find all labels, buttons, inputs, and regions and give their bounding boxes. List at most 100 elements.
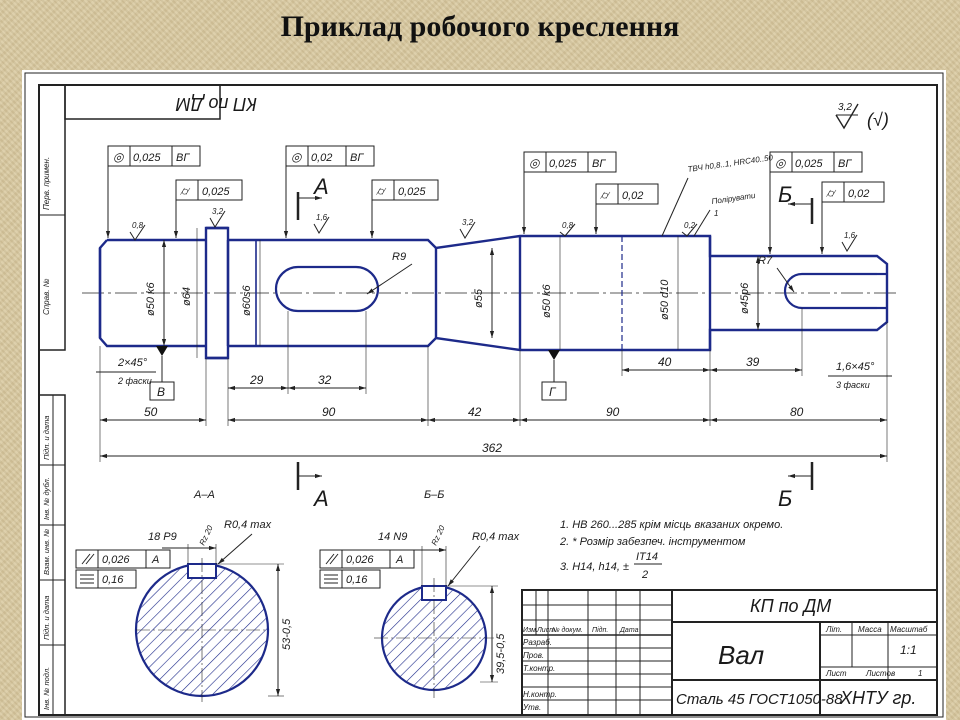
polish-note: Полірувати xyxy=(711,191,756,206)
stamp-sprav: Справ. № xyxy=(42,278,51,315)
dia-4: ø55 xyxy=(473,288,485,308)
tol-frame-4: ◎ 0,025 ВГ xyxy=(767,151,863,254)
tb-org: ХНТУ гр. xyxy=(839,688,916,708)
rough-6: 0,2 xyxy=(684,221,696,230)
chamfer-left: 2×45° xyxy=(117,357,148,369)
note-3: 3. H14, h14, ± xyxy=(560,561,629,573)
rough-2: 3,2 xyxy=(212,207,224,216)
section-aa-rz: Rz 20 xyxy=(198,524,215,547)
tol-6-value: 0,025 xyxy=(398,186,426,198)
section-bb-rz: Rz 20 xyxy=(430,524,447,547)
page-title: Приклад робочого креслення xyxy=(280,10,680,43)
rough-4: 3,2 xyxy=(462,218,474,227)
tol-2-symbol: ◎ xyxy=(291,150,303,164)
mark-a-bottom: А xyxy=(312,486,329,511)
tol-1-base: ВГ xyxy=(176,152,190,164)
section-aa-base: А xyxy=(151,554,159,566)
tb-col-list: Лист xyxy=(536,627,555,634)
section-aa-par: 0,026 xyxy=(102,554,130,566)
roughness-general: 3,2 xyxy=(838,102,852,113)
stamp-perv: Перв. примен. xyxy=(42,157,51,210)
mark-a-top: А xyxy=(312,174,329,199)
dim-80: 80 xyxy=(790,405,804,419)
tol-frame-1: ◎ 0,025 ВГ xyxy=(105,145,201,238)
dimensions: 29 32 40 39 50 90 42 90 80 362 xyxy=(99,308,888,462)
datum-v: В xyxy=(157,385,165,399)
chamfer-right: 1,6×45° xyxy=(836,361,875,373)
tol-5-value: 0,025 xyxy=(202,186,230,198)
shaft-drawing: Перв. примен. Справ. № Підп. и дата Інв.… xyxy=(24,72,944,718)
dia-2: ø64 xyxy=(181,287,193,306)
radius-labels: R9 R7 xyxy=(366,251,795,295)
section-bb-key: 14 N9 xyxy=(378,531,407,543)
rough-1: 0,8 xyxy=(132,221,144,230)
dia-5: ø50 k6 xyxy=(541,283,553,318)
dia-3: ø60s6 xyxy=(241,285,253,316)
note-2: 2. * Розмір забезпеч. інструментом xyxy=(559,536,746,548)
section-marks-top: А Б xyxy=(296,174,814,224)
dim-32: 32 xyxy=(318,373,332,387)
tb-mass: Масса xyxy=(858,625,882,634)
tb-scale-label: Масштаб xyxy=(890,625,928,634)
drawing-sheet: Перв. примен. Справ. № Підп. и дата Інв.… xyxy=(22,70,946,720)
tol-frame-6: ⌭ 0,025 xyxy=(369,179,439,238)
tb-row-nkontr: Н.контр. xyxy=(523,690,557,699)
mark-b-top: Б xyxy=(778,182,792,207)
tol-4-base: ВГ xyxy=(838,158,852,170)
tol-1-value: 0,025 xyxy=(133,152,161,164)
tb-scale: 1:1 xyxy=(900,643,917,657)
note-1: 1. НВ 260...285 крім місць вказаних окре… xyxy=(560,519,783,531)
note-3-num: IT14 xyxy=(636,551,658,563)
dia-6: ø50 d10 xyxy=(659,279,671,320)
tb-part-name: Вал xyxy=(718,640,765,670)
shaft-outline xyxy=(98,226,889,360)
tolerance-frames: ◎ 0,025 ВГ ◎ 0,02 ВГ ◎ 0,025 ВГ ◎ 0,025 … xyxy=(105,145,885,254)
tol-4-symbol: ◎ xyxy=(775,156,787,170)
tol-3-base: ВГ xyxy=(592,158,606,170)
title-block: Изм. Лист № докум. Підп. Дата Разраб. Пр… xyxy=(521,589,938,716)
section-bb-base: А xyxy=(395,554,403,566)
dim-362: 362 xyxy=(482,441,502,455)
tb-sheets: 1 xyxy=(918,669,922,678)
datum-markers: В Г xyxy=(149,346,567,401)
heat-note: ТВЧ h0,8..1, HRC40..50 xyxy=(687,153,774,174)
tb-row-utv: Утв. xyxy=(522,703,541,712)
datum-g: Г xyxy=(549,385,557,399)
dim-40: 40 xyxy=(658,355,672,369)
roughness-other: (√) xyxy=(867,110,889,130)
tol-1-symbol: ◎ xyxy=(113,150,125,164)
diameter-labels: ø50 k6 ø64 ø60s6 ø55 ø50 k6 ø50 d10 ø45p… xyxy=(145,228,761,358)
polish-sub: 1 xyxy=(714,209,718,218)
dim-29: 29 xyxy=(249,373,264,387)
tol-2-value: 0,02 xyxy=(311,152,332,164)
stamp-vzam: Взам. инв. № xyxy=(42,529,51,575)
tb-designation: КП по ДМ xyxy=(750,596,831,616)
tol-5-symbol: ⌭ xyxy=(180,184,191,198)
tol-7-symbol: ⌭ xyxy=(600,188,611,202)
designation-mirrored: КП по ДМ xyxy=(176,94,257,114)
section-aa-radius: R0,4 max xyxy=(224,519,272,531)
tol-3-value: 0,025 xyxy=(549,158,577,170)
stamp-inv-dubl: Інв. № дубл. xyxy=(42,477,51,520)
dim-50: 50 xyxy=(144,405,158,419)
tol-2-base: ВГ xyxy=(350,152,364,164)
tol-frame-2: ◎ 0,02 ВГ xyxy=(283,145,375,238)
section-aa-label: А–А xyxy=(193,489,215,501)
tb-sheet-label: Лист xyxy=(825,669,847,678)
stamp-pidp-1: Підп. и дата xyxy=(42,416,51,460)
section-marks-bottom: А Б xyxy=(296,462,814,511)
tol-frame-7: ⌭ 0,02 xyxy=(593,183,659,234)
radius-r9: R9 xyxy=(392,251,406,263)
section-bb-height: 39,5-0,5 xyxy=(495,633,507,674)
dim-42: 42 xyxy=(468,405,482,419)
section-aa: А–А 18 Р9 Rz 20 R0,4 max 0,026 А 0,16 53… xyxy=(75,489,293,702)
note-3-den: 2 xyxy=(641,569,648,581)
tb-row-razrab: Разраб. xyxy=(523,638,552,647)
side-stamp: Перв. примен. Справ. № Підп. и дата Інв.… xyxy=(38,84,66,716)
tb-material: Сталь 45 ГОСТ1050-88 xyxy=(676,691,843,708)
section-aa-height: 53-0,5 xyxy=(281,618,293,650)
tol-4-value: 0,025 xyxy=(795,158,823,170)
designation-box-mirrored: КП по ДМ xyxy=(64,84,257,120)
tb-row-tkontr: Т.контр. xyxy=(523,664,555,673)
section-aa-key: 18 Р9 xyxy=(148,531,177,543)
